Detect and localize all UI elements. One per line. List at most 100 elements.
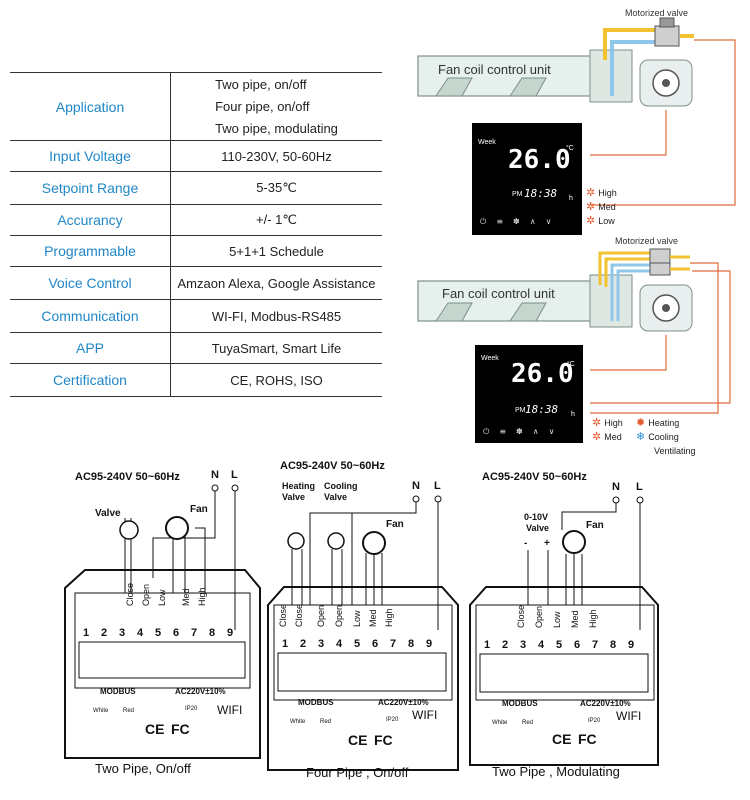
wire (527, 550, 583, 605)
terminal-number: 7 (390, 638, 396, 650)
snowflake-icon: ❄ (636, 430, 646, 443)
spec-table: Application Two pipe, on/off Four pipe, … (10, 72, 382, 397)
fan-med-icon: ✲ (586, 200, 596, 213)
ce-mark: CE (145, 721, 164, 737)
l-terminal (434, 495, 442, 503)
pipe-blue (610, 40, 655, 96)
pipe-blue (616, 269, 650, 321)
terminal-number: 9 (628, 639, 634, 651)
ip-label: IP20 (386, 717, 399, 723)
terminal-number: 5 (556, 639, 562, 651)
terminal-block (475, 604, 655, 701)
pipe-yellow (670, 255, 690, 271)
l-label: L (636, 481, 643, 493)
terminal-number: 3 (318, 638, 324, 650)
wire (590, 110, 667, 156)
fan-coil-diagram-mid: Fan coil control unit Motorized valve (417, 236, 731, 414)
wire (152, 491, 216, 578)
thermostat-backplate (267, 586, 459, 771)
fan-speed-legend-top: ✲High ✲Med ✲Low (586, 186, 617, 228)
spec-label: Programmable (10, 235, 171, 267)
wiring-diagram-two-pipe-modulating: AC95-240V 50~60Hz N L 0-10V Valve - + Fa… (469, 471, 659, 779)
fan-med-icon: ✲ (592, 430, 602, 443)
fan-coil-unit-body (417, 280, 609, 322)
minus-label: - (524, 538, 527, 549)
valve-label: 0-10V (524, 512, 548, 522)
spec-row-certification: Certification CE, ROHS, ISO (10, 363, 382, 397)
heating-valve-label: Valve (282, 492, 305, 502)
n-label: N (211, 469, 219, 481)
wire (590, 262, 719, 414)
white-label: White (93, 708, 109, 714)
temperature-unit: °C (567, 361, 575, 368)
red-label: Red (123, 708, 134, 714)
pipe-yellow (603, 28, 655, 60)
wire (561, 503, 617, 530)
spec-row-application: Application Two pipe, on/off Four pipe, … (10, 72, 382, 141)
diagram-caption: Two Pipe , Modulating (492, 764, 620, 779)
terminal-number: 8 (408, 638, 414, 650)
terminal-label: Low (157, 589, 167, 606)
terminal-number: 7 (592, 639, 598, 651)
terminal-number: 1 (484, 639, 490, 651)
clock-h: h (571, 411, 575, 418)
terminal-number: 2 (101, 627, 107, 639)
terminal-number: 6 (574, 639, 580, 651)
terminal-label: Low (352, 610, 362, 627)
terminal-number: 8 (209, 627, 215, 639)
supply-label: AC95-240V 50~60Hz (482, 471, 587, 483)
thermostat-touch-icons: ⏻≡✽∧∨ (483, 427, 565, 436)
thermostat-backplate (469, 586, 659, 766)
legend-item-high: ✲High (592, 416, 623, 429)
pipe-blue (610, 263, 650, 321)
legend-item-cooling: ❄Cooling (636, 430, 679, 443)
terminal-label: Open (334, 605, 344, 627)
n-terminal (211, 484, 219, 492)
valve-actuator (659, 17, 675, 28)
legend-item-heating: ✹Heating (636, 416, 680, 429)
white-label: White (492, 720, 508, 726)
fan-hub (662, 304, 670, 312)
terminal-label: Med (181, 588, 191, 606)
wire (309, 502, 417, 605)
terminal-number: 4 (538, 639, 545, 651)
fan-icon (165, 516, 189, 540)
spec-value: CE, ROHS, ISO (170, 363, 382, 397)
motorized-valve-label: Motorized valve (615, 236, 678, 246)
wire (590, 39, 736, 206)
terminal-number: 9 (426, 638, 432, 650)
spec-label: Application (10, 72, 171, 141)
motorized-valve-label: Motorized valve (625, 8, 688, 18)
cooling-valve-label: Cooling (324, 481, 358, 491)
spec-value: Amzaon Alexa, Google Assistance (170, 266, 382, 300)
n-label: N (412, 480, 420, 492)
unit-leg (435, 77, 473, 97)
wifi-label: WIFI (616, 709, 641, 723)
terminal-label: Open (316, 605, 326, 627)
spec-row-input-voltage: Input Voltage 110-230V, 50-60Hz (10, 140, 382, 172)
spec-label: APP (10, 332, 171, 364)
terminal-number: 4 (336, 638, 343, 650)
terminal-label: Close (278, 604, 288, 627)
heating-valve-icon (287, 532, 305, 550)
terminal-number: 6 (372, 638, 378, 650)
mode-legend-mid: ✹Heating ❄Cooling Ventilating (636, 416, 696, 458)
spec-label: Certification (10, 363, 171, 397)
terminal-label: Close (125, 583, 135, 606)
terminal-label: High (588, 609, 598, 628)
terminal-label: Close (516, 605, 526, 628)
spec-value-line: Two pipe, on/off (215, 76, 307, 92)
spec-row-setpoint-range: Setpoint Range 5-35℃ (10, 171, 382, 205)
n-terminal (412, 495, 420, 503)
modbus-label: MODBUS (298, 698, 334, 707)
voltage-label: AC220V±10% (175, 687, 226, 696)
ip-label: IP20 (588, 718, 601, 724)
fan-high-icon: ✲ (586, 186, 596, 199)
cooling-valve-icon (327, 532, 345, 550)
thermostat-backplate (64, 569, 261, 759)
spec-label: Communication (10, 299, 171, 333)
terminal-block (273, 604, 453, 701)
modbus-label: MODBUS (502, 699, 538, 708)
spec-label: Accurancy (10, 204, 171, 236)
voltage-label: AC220V±10% (378, 698, 429, 707)
